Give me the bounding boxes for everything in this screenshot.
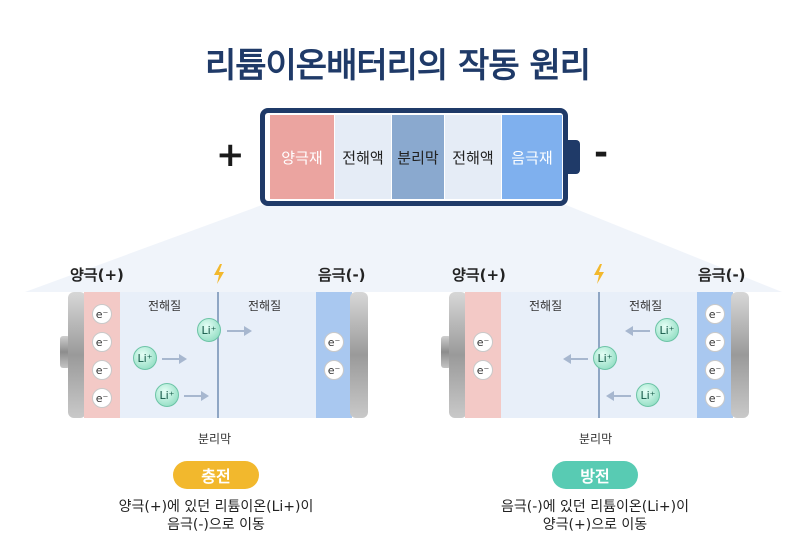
electron: e⁻ xyxy=(92,304,112,324)
electron: e⁻ xyxy=(473,332,493,352)
electrolyte-segment-right: 전해액 xyxy=(445,115,501,199)
electron: e⁻ xyxy=(473,360,493,380)
electron: e⁻ xyxy=(705,388,725,408)
electron: e⁻ xyxy=(324,332,344,352)
right-battery-cap-right xyxy=(731,292,749,418)
electron: e⁻ xyxy=(705,332,725,352)
lithium-ion: Li⁺ xyxy=(655,318,679,342)
electron: e⁻ xyxy=(705,360,725,380)
left-electrolyte-label-1: 전해질 xyxy=(148,299,182,313)
right-cathode-electrode xyxy=(465,292,501,418)
minus-sign: - xyxy=(594,133,609,173)
left-battery-cap-right xyxy=(350,292,368,418)
left-separator xyxy=(217,292,219,418)
ion-arrow-left-icon xyxy=(563,354,588,364)
lithium-ion: Li⁺ xyxy=(155,383,179,407)
anode-material-segment: 음극재 xyxy=(502,115,562,199)
lightning-icon xyxy=(594,264,604,284)
electron: e⁻ xyxy=(705,304,725,324)
discharge-description-line1: 음극(-)에 있던 리튬이온(Li+)이 xyxy=(500,499,690,515)
electron: e⁻ xyxy=(324,360,344,380)
electron: e⁻ xyxy=(92,388,112,408)
separator-segment: 분리막 xyxy=(392,115,444,199)
left-electrolyte-label-2: 전해질 xyxy=(248,299,282,313)
lightning-icon xyxy=(214,264,224,284)
left-cathode-label: 음극(-) xyxy=(318,266,366,284)
right-cathode-label: 음극(-) xyxy=(698,266,746,284)
ion-arrow-left-icon xyxy=(625,326,650,336)
right-battery-cap-left xyxy=(449,292,467,418)
electrolyte-segment-left: 전해액 xyxy=(335,115,391,199)
left-battery-cap-left xyxy=(68,292,86,418)
discharge-description-line2: 양극(+)으로 이동 xyxy=(542,517,648,533)
ion-arrow-right-icon xyxy=(184,391,209,401)
right-battery-terminal xyxy=(441,336,451,368)
lithium-ion: Li⁺ xyxy=(197,318,221,342)
left-anode-label: 양극(+) xyxy=(70,266,124,284)
right-electrolyte-label-1: 전해질 xyxy=(529,299,563,313)
charge-description-line1: 양극(+)에 있던 리튬이온(Li+)이 xyxy=(118,499,314,515)
right-electrolyte-label-2: 전해질 xyxy=(629,299,663,313)
charge-badge: 충전 xyxy=(173,461,259,489)
ion-arrow-left-icon xyxy=(606,391,631,401)
battery-terminal xyxy=(568,140,580,174)
lithium-ion: Li⁺ xyxy=(636,383,660,407)
cathode-material-segment: 양극재 xyxy=(270,115,334,199)
left-separator-label: 분리막 xyxy=(198,432,232,446)
plus-sign: + xyxy=(216,135,245,175)
discharge-badge: 방전 xyxy=(552,461,638,489)
right-separator-label: 분리막 xyxy=(579,432,613,446)
left-anode-electrode xyxy=(316,292,352,418)
lithium-ion: Li⁺ xyxy=(133,346,157,370)
right-anode-label: 양극(+) xyxy=(452,266,506,284)
electron: e⁻ xyxy=(92,360,112,380)
charge-description-line2: 음극(-)으로 이동 xyxy=(167,517,265,533)
lithium-ion: Li⁺ xyxy=(593,346,617,370)
ion-arrow-right-icon xyxy=(227,326,252,336)
left-battery-terminal xyxy=(60,336,70,368)
electron: e⁻ xyxy=(92,332,112,352)
ion-arrow-right-icon xyxy=(162,354,187,364)
page-title: 리튬이온배터리의 작동 원리 xyxy=(204,46,591,86)
